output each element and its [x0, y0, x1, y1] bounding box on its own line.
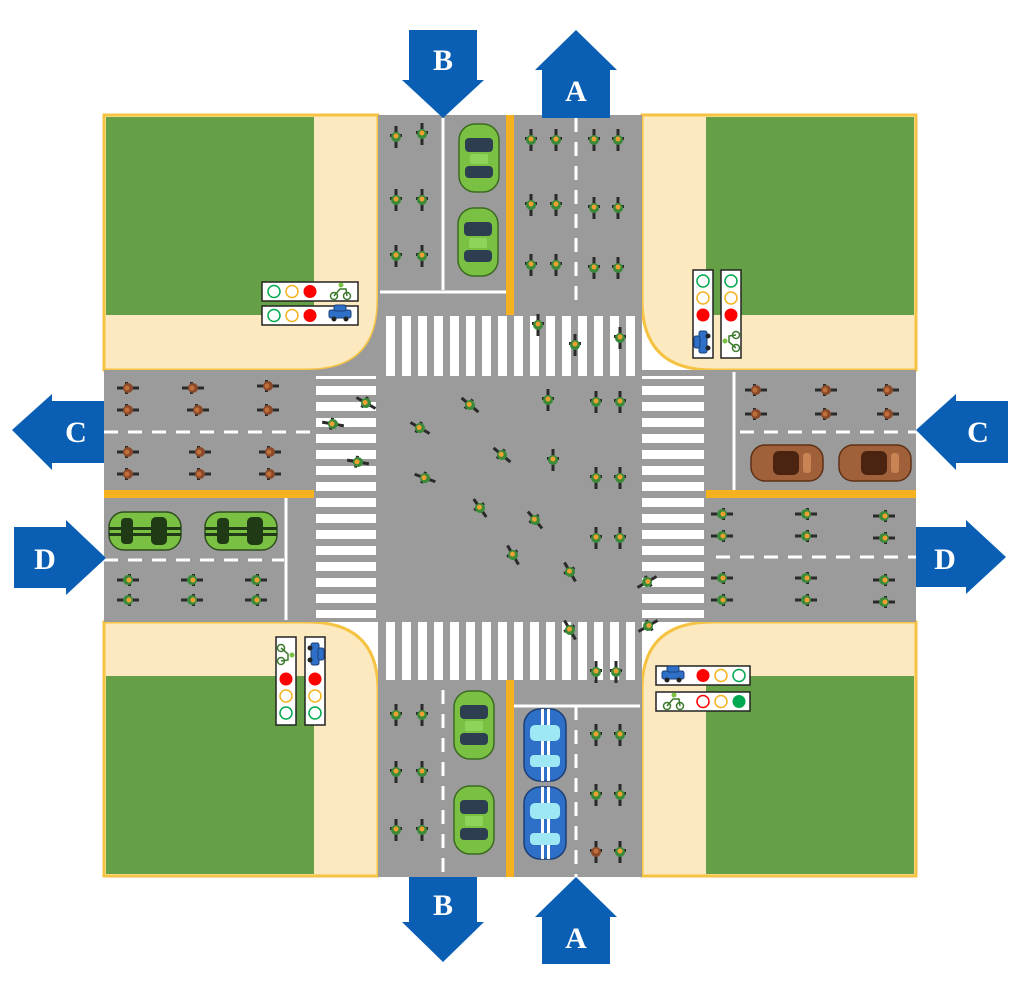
crosswalks	[316, 316, 704, 680]
corner-top-right	[640, 113, 918, 372]
arrow-d-left: D	[14, 520, 106, 595]
signal-top-right-car	[692, 269, 714, 359]
corner-bottom-left	[102, 620, 380, 878]
car-blue-south-1	[523, 708, 567, 782]
signal-light-red	[303, 285, 317, 298]
signal-bottom-left-car	[304, 636, 326, 726]
car-blue-south-2	[523, 786, 567, 860]
arrow-label-c-left: C	[65, 416, 87, 449]
car-stripe-west-1	[108, 511, 182, 551]
arrow-label-b-top: B	[433, 44, 453, 77]
arrow-a-bottom: A	[535, 877, 617, 964]
arrow-label-a-bottom: A	[565, 922, 587, 955]
corner-bottom-right	[640, 620, 918, 878]
car-green-south-1	[453, 690, 495, 760]
arrow-b-top: B	[402, 30, 484, 118]
signal-bottom-left-bike	[275, 636, 297, 726]
signal-top-left-car	[261, 304, 359, 326]
signal-light-green	[732, 695, 746, 708]
arrow-label-d-right: D	[934, 543, 956, 576]
car-green-south-2	[453, 785, 495, 855]
arrow-label-c-right: C	[967, 416, 989, 449]
arrow-c-left: C	[12, 394, 104, 470]
arrow-a-top: A	[535, 30, 617, 118]
arrow-label-b-bottom: B	[433, 889, 453, 922]
signal-bottom-right-car	[655, 665, 751, 686]
car-brown-east-2	[838, 444, 912, 482]
median-lines	[104, 115, 916, 877]
corner-top-left	[102, 113, 380, 372]
arrow-label-a-top: A	[565, 75, 587, 108]
signal-bottom-right-bike	[655, 691, 751, 712]
car-green-north-2	[457, 207, 499, 277]
car-brown-east-1	[750, 444, 824, 482]
signal-top-left-bike	[261, 281, 359, 302]
arrow-label-d-left: D	[34, 543, 56, 576]
signal-top-right-bike	[720, 269, 742, 359]
lane-markings	[104, 118, 916, 877]
arrow-d-right: D	[916, 520, 1006, 594]
arrow-c-right: C	[916, 394, 1008, 470]
arrow-b-bottom: B	[402, 877, 484, 962]
car-green-north-1	[458, 123, 500, 193]
car-stripe-west-2	[204, 511, 278, 551]
